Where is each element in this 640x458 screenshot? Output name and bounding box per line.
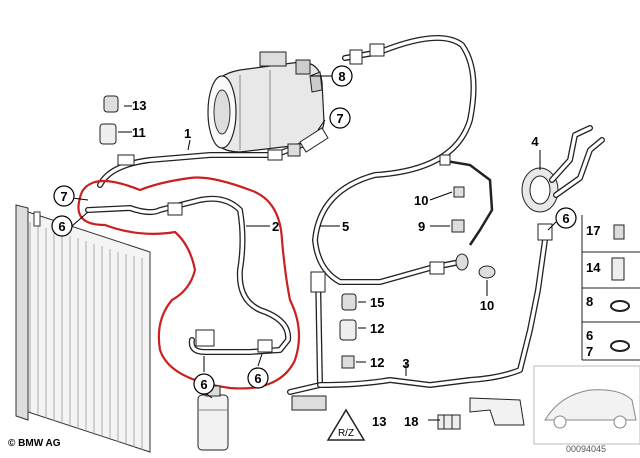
legend-17: 17 [586, 223, 600, 238]
pressure-line [439, 154, 496, 279]
copyright-text: © BMW AG [8, 438, 61, 449]
callout-circle [555, 207, 577, 229]
callout-6: 6 [58, 219, 65, 234]
legend-6: 6 [586, 328, 593, 343]
callout-9: 9 [418, 219, 425, 234]
callout-8: 8 [338, 69, 345, 84]
callout-12: 11 [132, 125, 146, 140]
vehicle-thumbnail: 00094045 [533, 365, 640, 454]
callout-2: 2 [272, 219, 279, 234]
parts-middle [339, 293, 357, 369]
callout-6: 6 [254, 371, 261, 386]
condenser [15, 204, 151, 453]
line-3 [287, 223, 553, 426]
callouts: 13 11 1 7 8 4 7 6 2 5 10 9 10 6 15 12 [51, 65, 577, 429]
callout-6: 6 [562, 211, 569, 226]
diagram-id: 00094045 [566, 444, 606, 454]
callout-6: 6 [200, 377, 207, 392]
expansion-valve [521, 125, 605, 213]
callout-12: 12 [370, 321, 384, 336]
callout-3: 3 [402, 356, 409, 371]
callout-16: 13 [132, 98, 146, 113]
callout-circle [51, 215, 73, 237]
callout-circle [247, 367, 269, 389]
legend-panel [581, 215, 640, 361]
callout-10: 10 [414, 193, 428, 208]
compressor [207, 51, 325, 153]
callout-18: 18 [404, 414, 418, 429]
hose-1 [97, 127, 329, 188]
warning-symbol-text: R/Z [338, 428, 354, 439]
legend-14: 14 [586, 260, 601, 275]
callout-circle [329, 107, 351, 129]
callout-15: 13 [372, 414, 386, 429]
callout-circle [331, 65, 353, 87]
callout-circle [193, 373, 215, 395]
bracket-18 [437, 414, 461, 430]
highlight-outline [77, 176, 301, 390]
callout-5: 5 [342, 219, 349, 234]
callout-7: 7 [60, 189, 67, 204]
legend-7: 7 [586, 344, 593, 359]
callout-13: 12 [370, 355, 384, 370]
legend-labels: 17 14 8 6 7 [586, 223, 601, 359]
warning-triangle: R/Z [326, 408, 366, 441]
parts-top-left [99, 95, 119, 145]
receiver-drier [197, 385, 229, 451]
hose-2 [85, 195, 292, 355]
callout-7: 7 [336, 111, 343, 126]
callout-4: 4 [531, 134, 539, 149]
callout-1: 1 [184, 126, 191, 141]
callout-circle [53, 185, 75, 207]
callout-16: 15 [370, 295, 384, 310]
legend-8: 8 [586, 294, 593, 309]
hose-5 [312, 34, 477, 285]
callout-11: 10 [480, 298, 494, 313]
